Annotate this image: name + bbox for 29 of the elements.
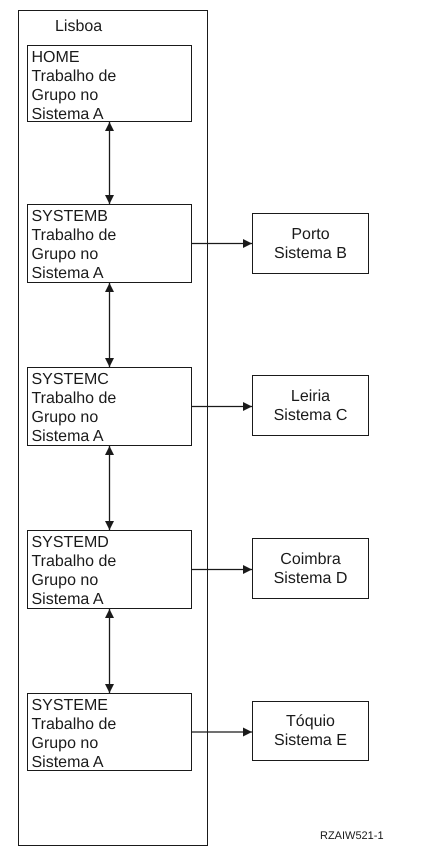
process-box xyxy=(26,530,192,608)
process-box xyxy=(26,44,192,122)
process-box xyxy=(26,204,192,282)
system-box xyxy=(252,701,369,761)
system-box xyxy=(252,538,369,599)
box-label: Porto Sistema B xyxy=(273,224,348,262)
arrow xyxy=(105,283,114,367)
box-label: Coimbra Sistema D xyxy=(272,550,348,588)
arrow xyxy=(192,239,252,248)
arrow xyxy=(192,565,252,574)
system-box xyxy=(252,213,369,274)
system-box xyxy=(252,375,369,436)
arrow xyxy=(105,609,114,693)
box-label: SYSTEME Trabalho de Grupo no Sistema A xyxy=(32,696,118,772)
box-label: Leiria Sistema C xyxy=(272,386,348,424)
box-label: SYSTEMC Trabalho de Grupo no Sistema A xyxy=(32,370,118,446)
box-label: Lisboa xyxy=(55,17,102,36)
box-label: SYSTEMB Trabalho de Grupo no Sistema A xyxy=(32,206,118,282)
arrow xyxy=(192,728,252,736)
process-box xyxy=(26,366,192,446)
arrow xyxy=(105,446,114,530)
box-label: Tóquio Sistema E xyxy=(273,712,348,750)
box-label: SYSTEMD Trabalho de Grupo no Sistema A xyxy=(32,532,118,608)
box-label: HOME Trabalho de Grupo no Sistema A xyxy=(32,48,118,124)
process-box xyxy=(26,692,192,770)
site-frame xyxy=(18,10,208,846)
arrow xyxy=(192,402,252,411)
arrow xyxy=(105,122,114,204)
figure-id: RZAIW521-1 xyxy=(320,830,384,842)
